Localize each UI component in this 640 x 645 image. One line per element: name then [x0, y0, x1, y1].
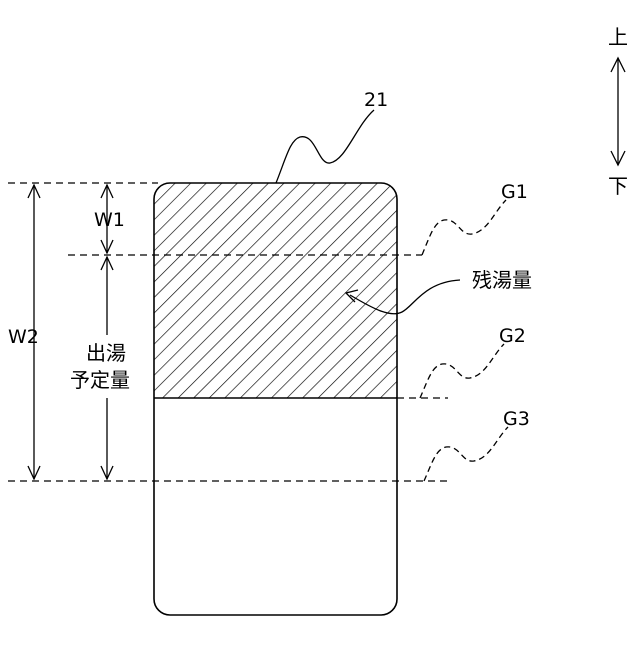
vessel-leader-line — [276, 110, 374, 183]
residual-hatch-area — [154, 183, 397, 398]
direction-up-label: 上 — [608, 25, 628, 49]
vessel-number-label: 21 — [364, 89, 388, 111]
g1-label: G1 — [501, 181, 528, 203]
planned-tapping-label-line1: 出湯 — [86, 341, 126, 365]
g3-leader-line — [424, 427, 508, 481]
w2-label: W2 — [8, 326, 39, 348]
w1-label: W1 — [94, 209, 125, 231]
direction-arrow — [611, 58, 625, 165]
g1-leader-line — [422, 200, 506, 255]
g2-leader-line — [420, 344, 504, 398]
direction-down-label: 下 — [608, 174, 628, 198]
g3-label: G3 — [503, 408, 530, 430]
g2-label: G2 — [499, 325, 526, 347]
planned-tapping-label-line2: 予定量 — [70, 368, 130, 392]
residual-amount-label: 残湯量 — [472, 268, 532, 292]
